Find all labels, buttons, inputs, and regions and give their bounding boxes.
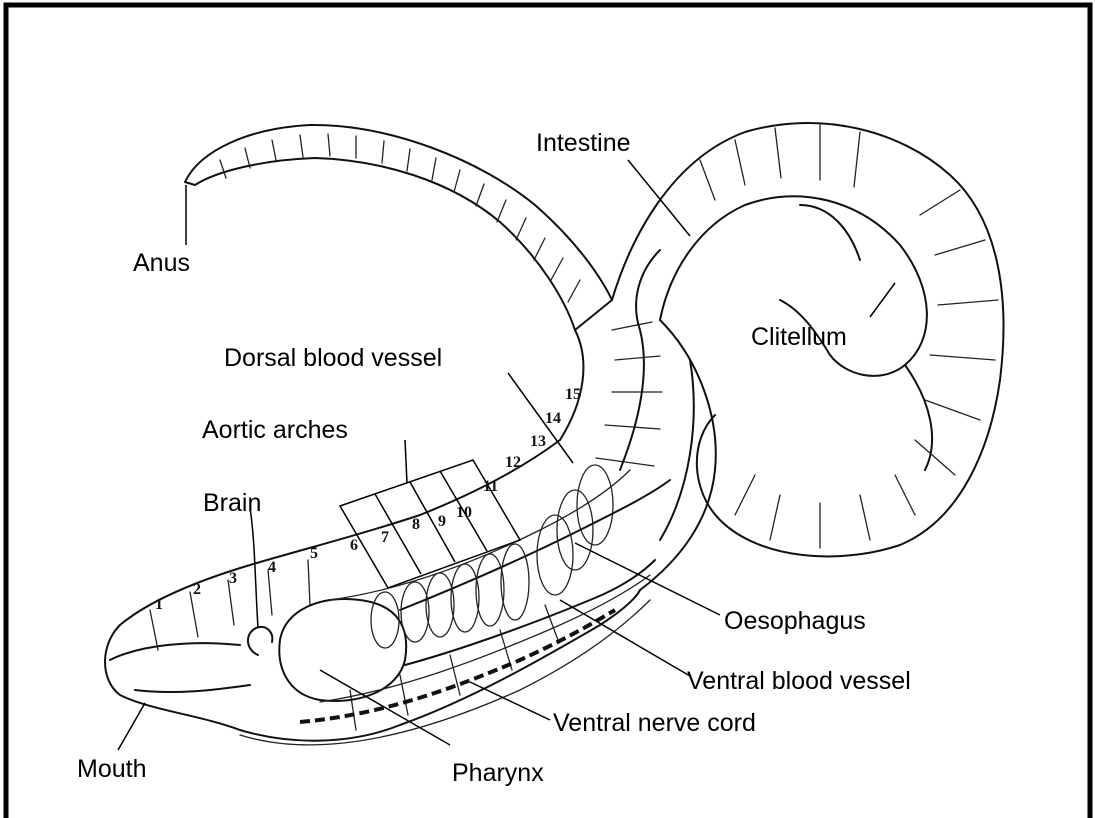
leader-nerve-cord	[470, 682, 550, 720]
leader-oesophagus	[575, 543, 720, 615]
label-intestine: Intestine	[536, 129, 631, 157]
tail-rings	[220, 134, 580, 302]
segment-number: 3	[229, 570, 237, 587]
coil-rings	[700, 125, 998, 548]
label-oesophagus: Oesophagus	[724, 607, 866, 635]
label-aortic-arches: Aortic arches	[202, 416, 348, 444]
segment-number: 8	[412, 516, 420, 533]
intestine-tube	[620, 250, 694, 540]
dorsal-vessel	[330, 470, 630, 600]
segment-number: 13	[530, 433, 546, 450]
leader-mouth	[118, 703, 145, 750]
label-brain: Brain	[203, 489, 261, 517]
segment-number: 1	[155, 596, 163, 613]
label-dorsal-blood-vessel: Dorsal blood vessel	[224, 344, 442, 372]
segment-number: 6	[350, 537, 358, 554]
label-ventral-blood-vessel: Ventral blood vessel	[687, 667, 911, 695]
segment-number: 5	[310, 545, 318, 562]
leader-brain	[250, 508, 258, 628]
label-pharynx: Pharynx	[452, 759, 544, 787]
internal-organs	[248, 250, 694, 722]
segment-number: 15	[565, 386, 581, 403]
pharynx-organ	[279, 599, 406, 701]
leader-pharynx	[320, 670, 450, 745]
brain-organ	[248, 627, 272, 655]
segment-number: 12	[505, 454, 521, 471]
label-ventral-nerve-cord: Ventral nerve cord	[553, 709, 756, 737]
labels: Anus Intestine Clitellum Dorsal blood ve…	[77, 129, 911, 787]
leader-clitellum	[870, 283, 895, 317]
prostomium	[110, 643, 250, 692]
segment-number: 7	[381, 529, 389, 546]
segment-number: 2	[193, 581, 201, 598]
anterior-rings	[150, 560, 559, 730]
segment-number: 14	[545, 410, 561, 427]
label-clitellum: Clitellum	[751, 323, 847, 351]
label-anus: Anus	[133, 249, 190, 277]
anterior-body	[105, 440, 640, 741]
segment-number: 4	[268, 559, 276, 576]
label-mouth: Mouth	[77, 755, 146, 783]
aortic-arches-callout	[340, 440, 520, 588]
segment-number: 9	[438, 513, 446, 530]
ventral-vessel	[320, 575, 650, 702]
neck-section	[560, 320, 716, 590]
leader-intestine	[628, 160, 690, 236]
